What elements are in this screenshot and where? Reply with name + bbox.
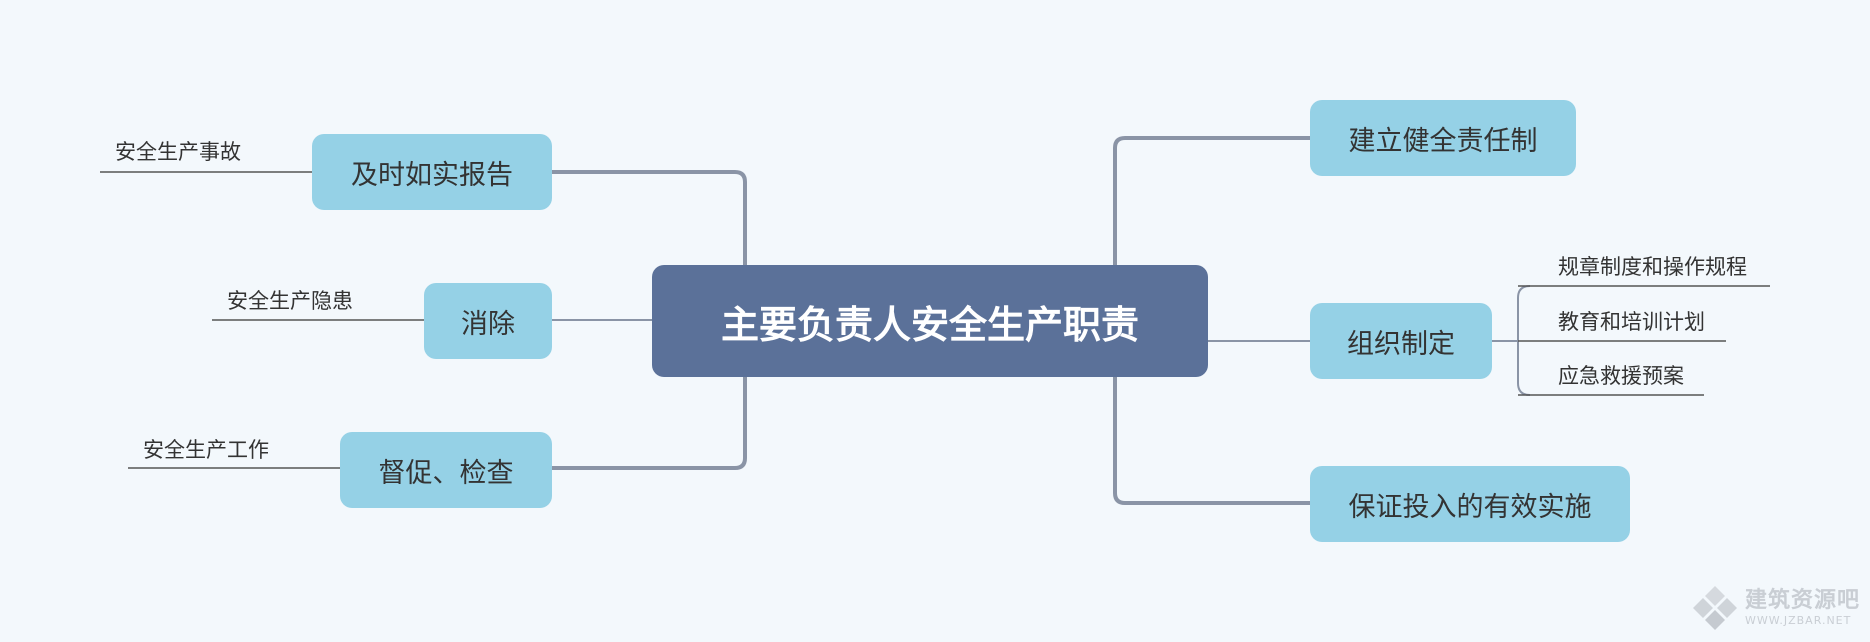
branch-formulate[interactable]: 组织制定 (1310, 303, 1492, 379)
right-trunk-lower (1113, 375, 1310, 505)
watermark-title: 建筑资源吧 (1744, 588, 1860, 613)
branch-supervise[interactable]: 督促、检查 (340, 432, 552, 508)
watermark-url: WWW.JZBAR.NET (1744, 614, 1852, 627)
leaf-training[interactable]: 教育和培训计划 (1558, 310, 1705, 334)
watermark-logo-icon (1692, 586, 1737, 630)
leaf-accident[interactable]: 安全生产事故 (115, 140, 241, 164)
branch-report[interactable]: 及时如实报告 (312, 134, 552, 210)
left-trunk (552, 170, 747, 268)
leaf-regulations[interactable]: 规章制度和操作规程 (1558, 255, 1747, 279)
left-trunk-lower (552, 372, 747, 470)
leaf-work[interactable]: 安全生产工作 (143, 438, 269, 462)
branch-responsibility[interactable]: 建立健全责任制 (1310, 100, 1576, 176)
leaf-emergency[interactable]: 应急救援预案 (1558, 364, 1684, 388)
watermark: 建筑资源吧 WWW.JZBAR.NET (1691, 584, 1860, 632)
branch-eliminate[interactable]: 消除 (424, 283, 552, 359)
central-topic[interactable]: 主要负责人安全生产职责 (652, 265, 1208, 377)
leaf-hazard[interactable]: 安全生产隐患 (227, 289, 353, 313)
branch-investment[interactable]: 保证投入的有效实施 (1310, 466, 1630, 542)
right-trunk-upper (1113, 136, 1310, 265)
